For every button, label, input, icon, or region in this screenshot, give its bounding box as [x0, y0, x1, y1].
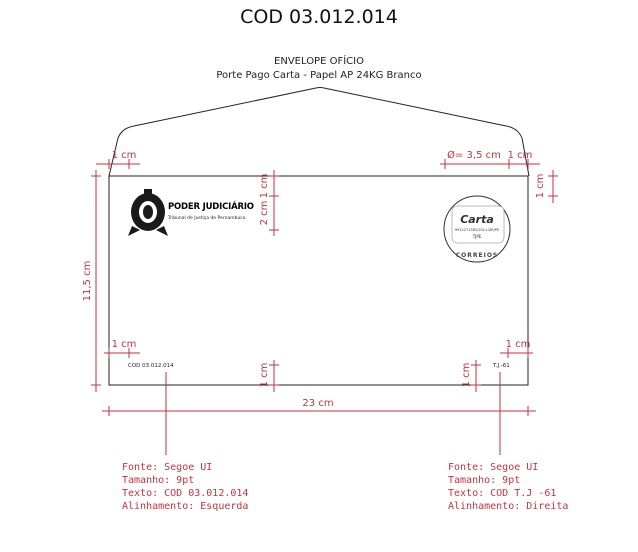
envelope-spec: Porte Pago Carta - Papel AP 24KG Branco — [216, 70, 422, 81]
dim-stamp-diameter: Ø= 3,5 cm — [447, 149, 501, 161]
stamp-title: Carta — [460, 213, 494, 226]
note-font: Fonte: Segoe UI — [122, 462, 213, 473]
crest-icon — [128, 189, 168, 236]
note-size: Tamanho: 9pt — [448, 475, 521, 486]
dim-bottom-right: 1 cm — [506, 339, 531, 350]
dim-logo-top: 1 cm — [259, 174, 270, 199]
page-title: COD 03.012.014 — [240, 6, 398, 28]
envelope-name: ENVELOPE OFÍCIO — [274, 56, 364, 67]
envelope-code-left: COD 03.012.014 — [128, 363, 174, 369]
note-align: Alinhamento: Esquerda — [122, 501, 249, 512]
notes-left: Fonte: Segoe UI Tamanho: 9pt Texto: COD … — [122, 461, 248, 513]
stamp-line1: 9912271583/2011-DR/PE — [455, 228, 499, 232]
dim-top-right: 1 cm — [508, 150, 533, 161]
dim-bottom-right-v: 1 cm — [461, 363, 472, 388]
stamp-seal — [443, 195, 511, 263]
dim-width: 23 cm — [302, 398, 333, 409]
note-align: Alinhamento: Direita — [448, 501, 569, 512]
dim-height: 11,5 cm — [82, 261, 93, 302]
envelope-flap — [108, 87, 530, 177]
dim-logo-height: 2 cm — [259, 201, 270, 226]
dim-bottom-left: 1 cm — [112, 339, 137, 350]
dim-bottom-center-v: 1 cm — [259, 363, 270, 388]
envelope-body — [108, 175, 529, 386]
envelope-code-right: T.J.-61 — [493, 363, 510, 369]
note-font: Fonte: Segoe UI — [448, 462, 539, 473]
logo-title: PODER JUDICIÁRIO — [168, 202, 254, 212]
note-text: Texto: COD T.J -61 — [448, 488, 557, 499]
stamp-line2: TJPE — [472, 234, 482, 239]
stamp-brand: CORREIOS — [456, 252, 499, 259]
dim-right-vertical: 1 cm — [535, 174, 546, 199]
notes-right: Fonte: Segoe UI Tamanho: 9pt Texto: COD … — [448, 461, 568, 513]
dim-top-left: 1 cm — [112, 150, 137, 161]
note-size: Tamanho: 9pt — [122, 475, 195, 486]
note-text: Texto: COD 03.012.014 — [122, 488, 249, 499]
logo-subtitle: Tribunal de Justiça de Pernambuco — [168, 216, 246, 221]
